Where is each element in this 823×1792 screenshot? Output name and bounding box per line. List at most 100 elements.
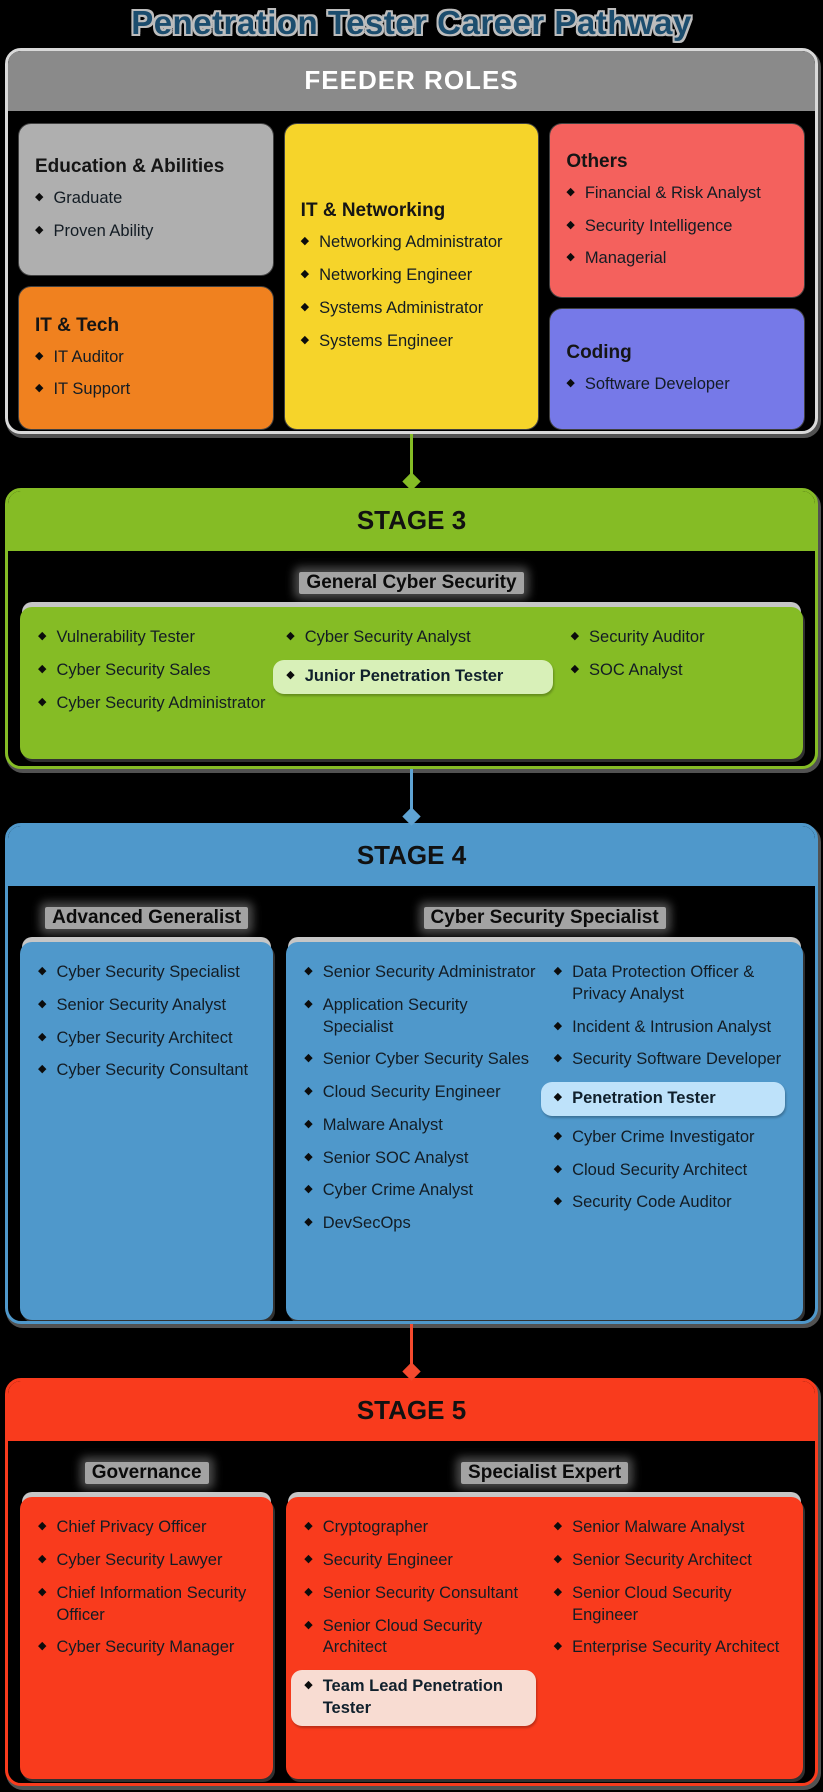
role-item: ◆Cloud Security Engineer bbox=[304, 1082, 535, 1104]
diamond-bullet-icon: ◆ bbox=[38, 662, 47, 675]
role-item-label: Senior Cyber Security Sales bbox=[322, 1050, 530, 1069]
governance-group: Governance ◆Chief Privacy Officer◆Cyber … bbox=[20, 1453, 274, 1780]
role-item: ◆ Cyber Security Consultant bbox=[38, 1060, 255, 1082]
others-list: ◆Financial & Risk Analyst◆Security Intel… bbox=[566, 183, 788, 270]
role-item-label: Malware Analyst bbox=[322, 1115, 443, 1134]
role-item: ◆Managerial bbox=[566, 248, 788, 270]
it-networking-box: IT & Networking ◆Networking Administrato… bbox=[284, 124, 539, 429]
role-item: ◆ Cyber Security Administrator bbox=[38, 693, 268, 715]
role-item: ◆Cyber Security Lawyer bbox=[38, 1550, 255, 1572]
role-item-label: Enterprise Security Architect bbox=[572, 1638, 780, 1657]
diamond-bullet-icon: ◆ bbox=[566, 185, 575, 198]
diamond-bullet-icon: ◆ bbox=[566, 251, 575, 264]
role-item: ◆Chief Information Security Officer bbox=[38, 1583, 255, 1627]
diamond-bullet-icon: ◆ bbox=[38, 1030, 47, 1043]
role-item: ◆SOC Analyst bbox=[571, 660, 785, 682]
diamond-bullet-icon: ◆ bbox=[553, 1129, 563, 1142]
it-tech-box: IT & Tech ◆IT Auditor◆IT Support bbox=[19, 286, 273, 429]
diamond-bullet-icon: ◆ bbox=[38, 1063, 47, 1076]
role-item: ◆Graduate bbox=[35, 188, 257, 210]
stage5-body: Governance ◆Chief Privacy Officer◆Cyber … bbox=[8, 1441, 815, 1783]
role-item: ◆ Senior Cloud Security Architect bbox=[304, 1616, 535, 1660]
role-item: ◆IT Auditor bbox=[35, 347, 257, 369]
diamond-bullet-icon: ◆ bbox=[38, 630, 47, 643]
role-item-label: Cyber Security Administrator bbox=[56, 693, 266, 712]
role-item-label: Proven Ability bbox=[53, 221, 154, 240]
diamond-bullet-icon: ◆ bbox=[570, 630, 580, 643]
role-item-label: Security Code Auditor bbox=[572, 1193, 732, 1212]
diamond-bullet-icon: ◆ bbox=[304, 1618, 313, 1631]
role-item: ◆Software Developer bbox=[566, 374, 788, 396]
diamond-bullet-icon: ◆ bbox=[553, 1162, 563, 1175]
role-item-label: Penetration Tester bbox=[572, 1089, 716, 1108]
diamond-bullet-icon: ◆ bbox=[553, 1553, 563, 1566]
role-item-label: Security Intelligence bbox=[584, 216, 733, 235]
diamond-bullet-icon: ◆ bbox=[38, 965, 47, 978]
feeder-column-3: Others ◆Financial & Risk Analyst◆Securit… bbox=[550, 124, 805, 429]
role-item-label: Cyber Security Consultant bbox=[56, 1061, 249, 1080]
diamond-bullet-icon: ◆ bbox=[304, 1585, 313, 1598]
governance-box: ◆Chief Privacy Officer◆Cyber Security La… bbox=[20, 1497, 274, 1780]
junior-penetration-tester-item: ◆Junior Penetration Tester bbox=[273, 659, 553, 694]
stage3-col3-list: ◆Security Auditor◆SOC Analyst bbox=[571, 627, 785, 739]
role-item: ◆Cyber Crime Investigator bbox=[554, 1127, 785, 1149]
diamond-bullet-icon: ◆ bbox=[304, 1553, 313, 1566]
diamond-bullet-icon: ◆ bbox=[304, 1052, 313, 1065]
specialist-col1-list: ◆Senior Security Administrator◆Applicati… bbox=[304, 962, 535, 1300]
advanced-generalist-group: Advanced Generalist ◆ Cyber Security Spec… bbox=[20, 898, 274, 1321]
diamond-bullet-icon: ◆ bbox=[304, 997, 313, 1010]
role-item-label: IT Support bbox=[53, 380, 131, 399]
diamond-bullet-icon: ◆ bbox=[300, 333, 310, 346]
diamond-bullet-icon: ◆ bbox=[553, 965, 563, 978]
advanced-generalist-list: ◆Cyber Security Specialist◆Senior Securi… bbox=[38, 962, 255, 1082]
arrow-line bbox=[410, 1324, 413, 1373]
role-item: ◆Cloud Security Architect bbox=[554, 1160, 785, 1182]
role-item: ◆ Senior Cyber Security Sales bbox=[304, 1049, 535, 1071]
arrow-stage3-to-stage4 bbox=[5, 769, 818, 826]
diamond-bullet-icon: ◆ bbox=[553, 1019, 563, 1032]
diamond-bullet-icon: ◆ bbox=[304, 1216, 313, 1229]
role-item-label: Senior Cloud Security Architect bbox=[322, 1616, 483, 1657]
education-abilities-box: Education & Abilities ◆Graduate◆Proven A… bbox=[19, 124, 273, 275]
expert-col1-list: ◆ Cryptographer ◆ Security Engineer ◆ Senior … bbox=[291, 1517, 536, 1759]
governance-list: ◆Chief Privacy Officer◆Cyber Security La… bbox=[38, 1517, 255, 1659]
diamond-bullet-icon: ◆ bbox=[304, 1085, 313, 1098]
governance-label: Governance bbox=[20, 1453, 273, 1497]
role-item: ◆Networking Engineer bbox=[301, 265, 523, 287]
coding-list: ◆Software Developer bbox=[566, 374, 788, 396]
role-item-label: Networking Administrator bbox=[319, 233, 503, 252]
arrow-line bbox=[410, 434, 413, 483]
stage3-col2-list: ◆Cyber Security Analyst◆Junior Penetrati… bbox=[273, 627, 553, 739]
stage3-body: General Cyber Security ◆Vulnerability Te… bbox=[8, 551, 815, 766]
diamond-bullet-icon: ◆ bbox=[304, 1117, 313, 1130]
role-item-label: Cryptographer bbox=[322, 1518, 429, 1537]
arrow-line bbox=[410, 769, 413, 818]
page-title: Penetration Tester Career Pathway bbox=[131, 4, 692, 41]
stage5-section: STAGE 5 Governance ◆Chief Privacy Office… bbox=[5, 1378, 818, 1786]
general-cyber-security-label: General Cyber Security bbox=[20, 563, 803, 607]
education-abilities-list: ◆Graduate ◆ Proven Ability bbox=[35, 188, 257, 243]
diamond-bullet-icon: ◆ bbox=[553, 1052, 563, 1065]
advanced-generalist-label: Advanced Generalist bbox=[20, 898, 273, 942]
diamond-bullet-icon: ◆ bbox=[35, 223, 44, 236]
diamond-bullet-icon: ◆ bbox=[38, 997, 47, 1010]
role-item: ◆IT Support bbox=[35, 379, 257, 401]
role-item-label: Cyber Security Specialist bbox=[56, 963, 240, 982]
role-item: ◆Systems Engineer bbox=[301, 331, 523, 353]
role-item-label: Cyber Security Architect bbox=[56, 1028, 233, 1047]
role-item-label: Systems Administrator bbox=[319, 299, 484, 317]
role-item-label: Cyber Crime Analyst bbox=[322, 1181, 474, 1200]
role-item: ◆Cyber Security Sales bbox=[38, 660, 268, 682]
role-item: ◆Cyber Security Manager bbox=[38, 1637, 255, 1659]
stage4-section: STAGE 4 Advanced Generalist ◆ Cyber Secur… bbox=[5, 823, 818, 1325]
it-networking-list: ◆ Networking Administrator ◆Networking Eng… bbox=[301, 232, 523, 352]
role-item-label: Security Engineer bbox=[322, 1551, 453, 1570]
diamond-bullet-icon: ◆ bbox=[38, 695, 47, 708]
role-item-label: Senior Security Administrator bbox=[322, 963, 536, 982]
diamond-bullet-icon: ◆ bbox=[304, 965, 313, 978]
others-box: Others ◆Financial & Risk Analyst◆Securit… bbox=[550, 124, 805, 297]
stage3-section: STAGE 3 General Cyber Security ◆Vulnerab… bbox=[5, 488, 818, 770]
stage4-header: STAGE 4 bbox=[8, 826, 815, 887]
diamond-bullet-icon: ◆ bbox=[553, 1640, 563, 1653]
